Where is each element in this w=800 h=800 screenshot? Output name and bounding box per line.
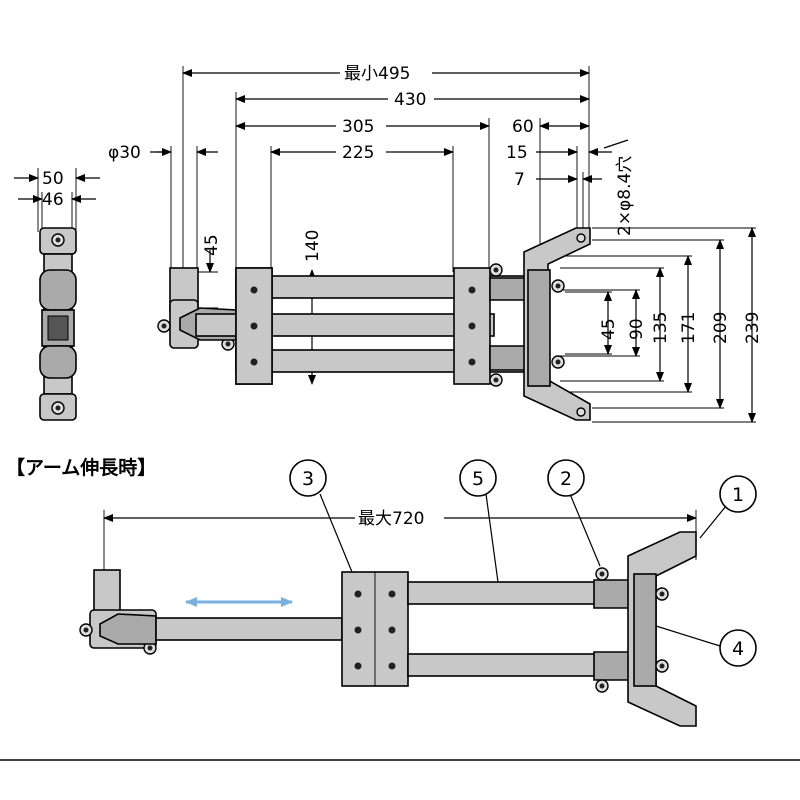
dim-209: 209 xyxy=(711,312,731,344)
callout-3: 3 xyxy=(302,468,314,490)
dim-45: 45 xyxy=(599,318,619,340)
section-title: 【アーム伸長時】 xyxy=(6,456,156,479)
callout-1: 1 xyxy=(732,484,744,506)
dim-15: 15 xyxy=(506,143,528,163)
dim-max-720: 最大720 xyxy=(358,509,424,529)
extended-view: 最大720 xyxy=(79,509,697,727)
dim-225: 225 xyxy=(342,143,374,163)
dim-min-495: 最小495 xyxy=(344,64,410,84)
dim-phi30: φ30 xyxy=(108,143,141,163)
callouts: 3 5 2 1 4 xyxy=(289,459,757,667)
dim-45-arm: 45 xyxy=(202,234,222,256)
dim-7: 7 xyxy=(514,170,525,190)
callout-2: 2 xyxy=(560,468,572,490)
dim-430: 430 xyxy=(394,90,426,110)
dim-hole: 2×φ8.4穴 xyxy=(615,156,635,236)
dim-140: 140 xyxy=(303,230,323,262)
callout-4: 4 xyxy=(732,638,744,660)
side-view: 50 46 xyxy=(14,168,100,421)
dim-305: 305 xyxy=(342,117,374,137)
dim-239: 239 xyxy=(743,312,763,344)
dim-171: 171 xyxy=(679,312,699,344)
retracted-view: 最小495 430 305 225 60 15 7 2×φ8.4穴 φ30 xyxy=(108,64,763,423)
dim-50: 50 xyxy=(42,169,64,189)
dim-46: 46 xyxy=(42,190,64,210)
dim-90: 90 xyxy=(627,318,647,340)
callout-5: 5 xyxy=(472,468,484,490)
dim-60: 60 xyxy=(512,117,534,137)
dim-135: 135 xyxy=(651,312,671,344)
